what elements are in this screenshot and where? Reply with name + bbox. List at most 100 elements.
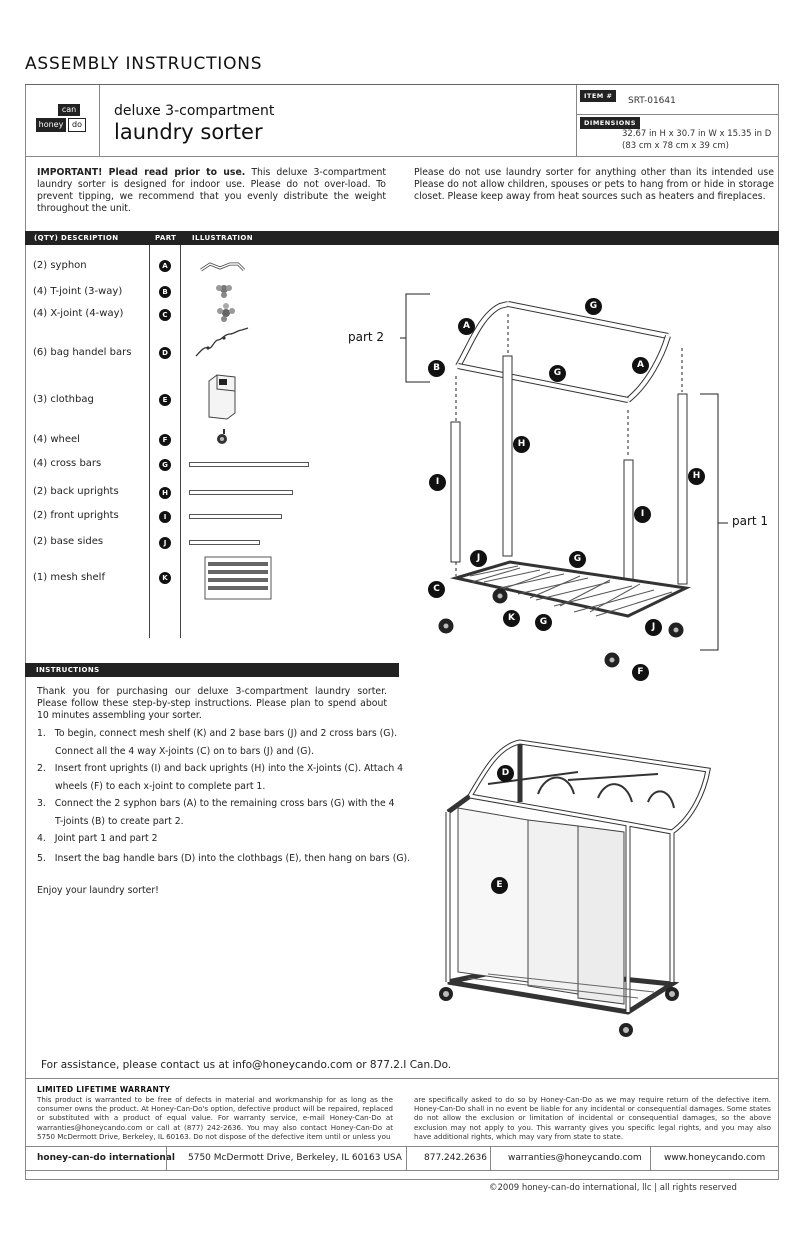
part-row-d: (6) bag handel bars <box>33 347 131 358</box>
important-notice: IMPORTANT! Plead read prior to use. This… <box>37 167 386 215</box>
diagram-callout: J <box>470 550 487 567</box>
diagram-callout: H <box>513 436 530 453</box>
diagram-callout: B <box>428 360 445 377</box>
part-letter-badge: C <box>159 309 171 321</box>
assembled-sorter-illustration <box>439 739 711 1037</box>
diagram-callout: C <box>428 581 445 598</box>
part-letter-badge: B <box>159 286 171 298</box>
diagram-callout: E <box>491 877 508 894</box>
syphon-icon <box>200 262 246 272</box>
divider <box>166 1146 167 1170</box>
diagram-callout: F <box>632 664 649 681</box>
divider <box>650 1146 651 1170</box>
step-text: T-joints (B) to create part 2. <box>55 816 184 827</box>
diagram-callout: J <box>645 619 662 636</box>
divider <box>99 85 100 156</box>
footer-address: 5750 McDermott Drive, Berkeley, IL 60163… <box>188 1153 402 1163</box>
divider <box>406 1146 407 1170</box>
step-number: 5. <box>37 853 46 864</box>
item-number: SRT-01641 <box>628 96 676 106</box>
part-row-k: (1) mesh shelf <box>33 572 105 583</box>
illustration-header: ILLUSTRATION <box>192 234 254 242</box>
logo-honey: honey <box>36 118 66 132</box>
cross-bar-icon <box>189 462 309 467</box>
step-number: 4. <box>37 833 46 844</box>
part-description: (3) clothbag <box>33 394 94 405</box>
step-text: Insert the bag handle bars (D) into the … <box>54 853 411 864</box>
part-description: (4) T-joint (3-way) <box>33 286 123 297</box>
diagram-callout: G <box>569 551 586 568</box>
important-notice-bold: IMPORTANT! Plead read prior to use. <box>37 167 246 178</box>
divider <box>576 85 577 156</box>
part-row-g: (4) cross bars <box>33 458 101 469</box>
qty-description-header: (QTY) DESCRIPTION <box>34 234 119 242</box>
part-row-h: (2) back uprights <box>33 486 119 497</box>
step-3-line-1: 3. Connect the 2 syphon bars (A) to the … <box>37 797 395 810</box>
part-letter-badge: K <box>159 572 171 584</box>
diagram-callout: I <box>429 474 446 491</box>
diagram-callout: G <box>549 365 566 382</box>
diagram-callout: G <box>585 298 602 315</box>
step-4: 4. Joint part 1 and part 2 <box>37 832 158 845</box>
logo-can: can <box>58 104 80 116</box>
part-1-label: part 1 <box>732 514 769 528</box>
step-text: Joint part 1 and part 2 <box>54 833 158 844</box>
front-upright-icon <box>189 514 282 519</box>
part-description: (4) cross bars <box>33 458 102 469</box>
instructions-header: INSTRUCTIONS <box>25 663 399 677</box>
diagram-callout: I <box>634 506 651 523</box>
part-row-e: (3) clothbag <box>33 394 94 405</box>
divider <box>577 114 779 115</box>
assistance-contact: For assistance, please contact us at inf… <box>41 1059 452 1071</box>
part-description: (2) syphon <box>33 260 87 271</box>
part-description: (4) X-joint (4-way) <box>33 308 124 319</box>
safety-notice: Please do not use laundry sorter for any… <box>414 167 774 202</box>
part-letter-badge: J <box>159 537 171 549</box>
diagram-callout: K <box>503 610 520 627</box>
mesh-shelf-icon <box>204 556 272 600</box>
divider <box>180 245 181 638</box>
back-upright-icon <box>189 490 293 495</box>
page-title: ASSEMBLY INSTRUCTIONS <box>25 54 263 74</box>
bag-handle-bar-icon <box>195 327 249 357</box>
dimensions-metric: (83 cm x 78 cm x 39 cm) <box>622 141 729 151</box>
part-row-c: (4) X-joint (4-way) <box>33 308 123 319</box>
step-text: Connect the 2 syphon bars (A) to the rem… <box>54 798 395 809</box>
copyright: ©2009 honey-can-do international, llc | … <box>489 1183 737 1193</box>
part-letter-badge: I <box>159 511 171 523</box>
divider <box>25 1146 779 1147</box>
footer-email[interactable]: warranties@honeycando.com <box>508 1153 642 1163</box>
part-header: PART <box>155 234 177 242</box>
dimensions-imperial: 32.67 in H x 30.7 in W x 15.35 in D <box>622 129 772 139</box>
divider <box>25 156 779 157</box>
warranty-text-right: are specifically asked to do so by Honey… <box>414 1095 771 1141</box>
part-letter-badge: E <box>159 394 171 406</box>
part-description: (2) base sides <box>33 536 104 547</box>
part-description: (2) front uprights <box>33 510 119 521</box>
footer-website[interactable]: www.honeycando.com <box>664 1153 766 1163</box>
step-text: wheels (F) to each x-joint to complete p… <box>55 781 266 792</box>
wheel-icon <box>217 429 227 444</box>
clothbag-icon <box>208 374 236 420</box>
step-text: Insert front uprights (I) and back uprig… <box>54 763 404 774</box>
part-row-b: (4) T-joint (3-way) <box>33 286 122 297</box>
item-label: ITEM # <box>580 90 617 102</box>
step-text: Connect all the 4 way X-joints (C) on to… <box>55 746 315 757</box>
divider <box>149 245 150 638</box>
important-notice-text: This deluxe 3-compartment laundry sorter… <box>37 167 386 214</box>
step-number: 2. <box>37 763 46 774</box>
part-row-f: (4) wheel <box>33 434 80 445</box>
part-letter-badge: G <box>159 459 171 471</box>
divider <box>25 1078 779 1079</box>
part-description: (4) wheel <box>33 434 80 445</box>
product-subtitle: deluxe 3-compartment <box>114 103 275 119</box>
step-3: 3. Connect the 2 syphon bars (A) to the … <box>37 797 395 828</box>
part-row-j: (2) base sides <box>33 536 103 547</box>
warranty-text-left: This product is warranted to be free of … <box>37 1095 393 1141</box>
diagram-callout: A <box>458 318 475 335</box>
brand-logo: can honey do <box>36 104 88 148</box>
part-description: (6) bag handel bars <box>33 347 132 358</box>
step-2: 2. Insert front uprights (I) and back up… <box>37 762 403 793</box>
exploded-assembly-diagram <box>400 293 728 668</box>
step-1: 1. To begin, connect mesh shelf (K) and … <box>37 727 397 758</box>
